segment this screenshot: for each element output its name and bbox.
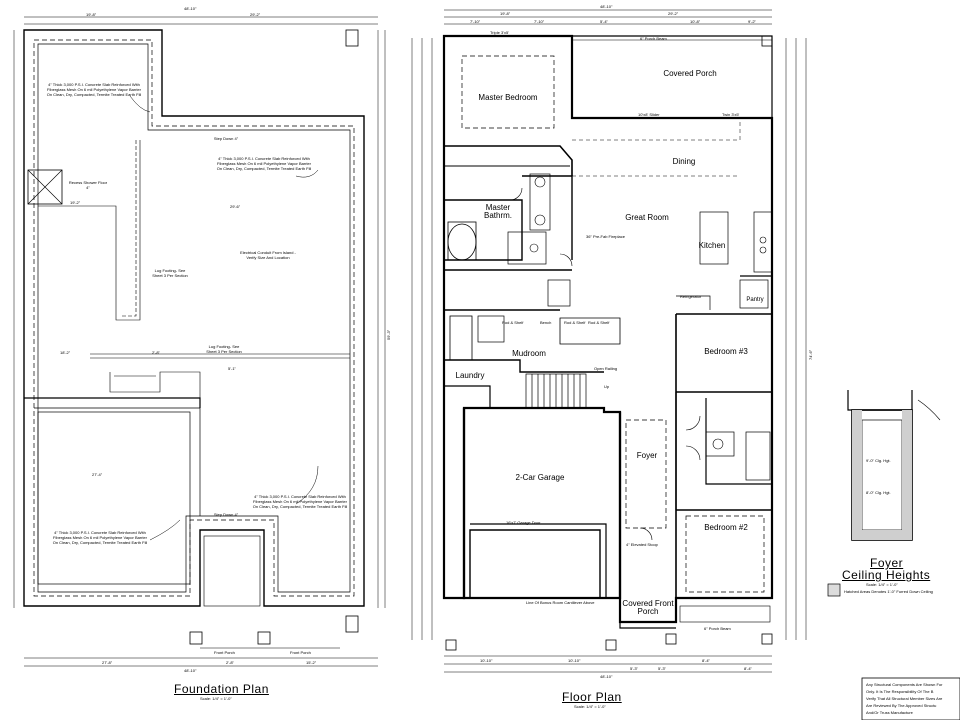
foyer-detail-linework (827, 390, 941, 597)
foundation-note-slab-tr: 4" Thick 3,000 P.S.I. Concrete Slab Rein… (216, 156, 312, 171)
foundation-note-lug-footing-2: Lug Footing- See Sheet 3 Per Section (206, 344, 242, 354)
floor-dim-bottom-c: 5'-3" (630, 666, 638, 671)
foyer-detail-legend: Hatched Areas Denotes 1'-0" Furred Down … (844, 589, 933, 594)
floor-plan-title: Floor Plan (562, 690, 622, 704)
floor-dim-top-b: 29'-2" (668, 11, 679, 16)
foundation-note-slab-bl: 4" Thick 3,000 P.S.I. Concrete Slab Rein… (52, 530, 148, 545)
disclaimer-line-2: Only. It Is The Responsibility Of The B (866, 689, 934, 694)
foundation-dim-inner-c: 18'-2" (60, 350, 71, 355)
foundation-dim-top-left: 19'-8" (86, 12, 97, 17)
room-laundry: Laundry (455, 371, 485, 380)
room-covered-front-porch: Covered Front Porch (622, 599, 674, 616)
foundation-dim-inner-d: 27'-4" (92, 472, 103, 477)
label-up: Up (604, 384, 610, 389)
room-foyer: Foyer (636, 451, 658, 460)
foundation-dim-inner-f: 5'-1" (228, 366, 236, 371)
floor-dim-bottom-f: 8'-4" (744, 666, 752, 671)
room-pantry: Pantry (746, 297, 764, 303)
room-master-bath: Master Bathrm. (483, 203, 512, 220)
floor-plan-linework (411, 9, 807, 673)
room-mudroom: Mudroom (512, 349, 546, 358)
floor-dim-bottom-d: 5'-3" (658, 666, 666, 671)
foundation-note-slab-tl: 4" Thick 3,000 P.S.I. Concrete Slab Rein… (46, 82, 142, 97)
room-kitchen: Kitchen (698, 241, 726, 250)
label-triple-window: Triple 3'x5' (490, 30, 509, 35)
room-bedroom-3: Bedroom #3 (704, 347, 748, 356)
floor-dim-top-e: 5'-4" (600, 19, 608, 24)
foundation-front-porch-b: Front Porch (290, 650, 311, 655)
foyer-detail-scale: Scale: 1/4" = 1'-0" (866, 582, 898, 587)
label-rod-shelf-3: Rod & Shelf (588, 320, 610, 325)
floor-dim-bottom-total: 48'-10" (600, 674, 613, 679)
room-master-bedroom: Master Bedroom (478, 93, 538, 102)
label-porch-beam-front: 6" Porch Beam (704, 626, 731, 631)
disclaimer-line-3: Verify That All Structural Member Sizes … (866, 696, 943, 701)
foundation-note-electrical: Electrical Conduit From Island - Verify … (240, 250, 296, 260)
foundation-dim-bottom-left: 27'-8" (102, 660, 113, 665)
foundation-front-porch-a: Front Porch (214, 650, 235, 655)
disclaimer-line-5: And/Or Truss Manufacture (866, 710, 913, 715)
foundation-dim-bottom-right: 15'-2" (306, 660, 317, 665)
foundation-dim-top-right: 29'-2" (250, 12, 261, 17)
foundation-dim-inner-e: 2'-8" (152, 350, 160, 355)
foundation-dim-right-total: 59'-3" (386, 329, 391, 340)
floor-dim-top-total: 48'-10" (600, 4, 613, 9)
label-bonus-line: Line Of Bonus Room Cantilever Above (526, 600, 595, 605)
foundation-note-recess: Recess Shower Floor 4" (68, 180, 108, 190)
foyer-detail-title: Foyer (870, 556, 904, 570)
foundation-note-slab-br: 4" Thick 3,000 P.S.I. Concrete Slab Rein… (252, 494, 348, 509)
foundation-dim-inner-b: 29'-6" (230, 204, 241, 209)
room-garage: 2-Car Garage (515, 473, 565, 482)
foyer-detail-subtitle: Ceiling Heights (842, 568, 931, 582)
label-fireplace: 36" Pre-Fab Fireplace (586, 234, 625, 239)
disclaimer-line-4: Are Reviewed By The Approved Structu (866, 703, 937, 708)
room-great-room: Great Room (625, 213, 669, 222)
room-dining: Dining (672, 157, 696, 166)
foundation-dim-top-total: 48'-10" (184, 6, 197, 11)
room-bedroom-2: Bedroom #2 (704, 523, 748, 532)
floor-dim-top-d: 7'-10" (534, 19, 545, 24)
floor-dim-bottom-b: 10'-10" (568, 658, 581, 663)
label-elevated-stoop: 4" Elevated Stoop (626, 542, 658, 547)
label-refrigerator: Refrigerator (680, 294, 702, 299)
floor-dim-top-g: 9'-2" (748, 19, 756, 24)
label-slider: 10'x8' Slider (638, 112, 660, 117)
foundation-dim-bottom-total: 48'-10" (184, 668, 197, 673)
disclaimer-line-1: Any Structural Components Are Shown For (866, 682, 943, 687)
floor-dim-bottom-e: 8'-4" (702, 658, 710, 663)
foundation-dim-inner-a: 19'-2" (70, 200, 81, 205)
foundation-plan-scale: Scale: 1/4" = 1'-0" (200, 696, 232, 701)
floor-dim-top-a: 19'-8" (500, 11, 511, 16)
label-porch-beam: 6" Porch Beam (640, 36, 667, 41)
label-twin-window: Twin 3'x5' (722, 112, 740, 117)
floor-plan-scale: Scale: 1/4" = 1'-0" (574, 704, 606, 709)
foundation-dim-bottom-mid: 2'-8" (226, 660, 234, 665)
room-covered-porch: Covered Porch (663, 69, 717, 78)
foundation-note-step-down-1: Step Down 4" (213, 136, 239, 141)
foundation-note-step-down-2: Step Down 4" (213, 512, 239, 517)
label-bench: Bench (540, 320, 552, 325)
floor-dim-bottom-a: 10'-10" (480, 658, 493, 663)
label-rod-shelf-2: Rod & Shelf (564, 320, 586, 325)
foyer-detail-height-b: 8'-0" Clg. Hgt. (866, 490, 891, 495)
foyer-detail-height-a: 9'-0" Clg. Hgt. (866, 458, 891, 463)
foundation-plan-title: Foundation Plan (174, 682, 269, 696)
floor-dim-right-total: 74'-6" (808, 349, 813, 360)
floor-dim-top-c: 7'-10" (470, 19, 481, 24)
foundation-plan-linework (13, 16, 386, 667)
label-rod-shelf-1: Rod & Shelf (502, 320, 524, 325)
foundation-note-lug-footing-1: Lug Footing- See Sheet 3 Per Section (152, 268, 188, 278)
label-garage-door: 16'x7' Garage Door (506, 520, 541, 525)
label-open-railing: Open Railing (594, 366, 618, 371)
floor-dim-top-f: 10'-8" (690, 19, 701, 24)
